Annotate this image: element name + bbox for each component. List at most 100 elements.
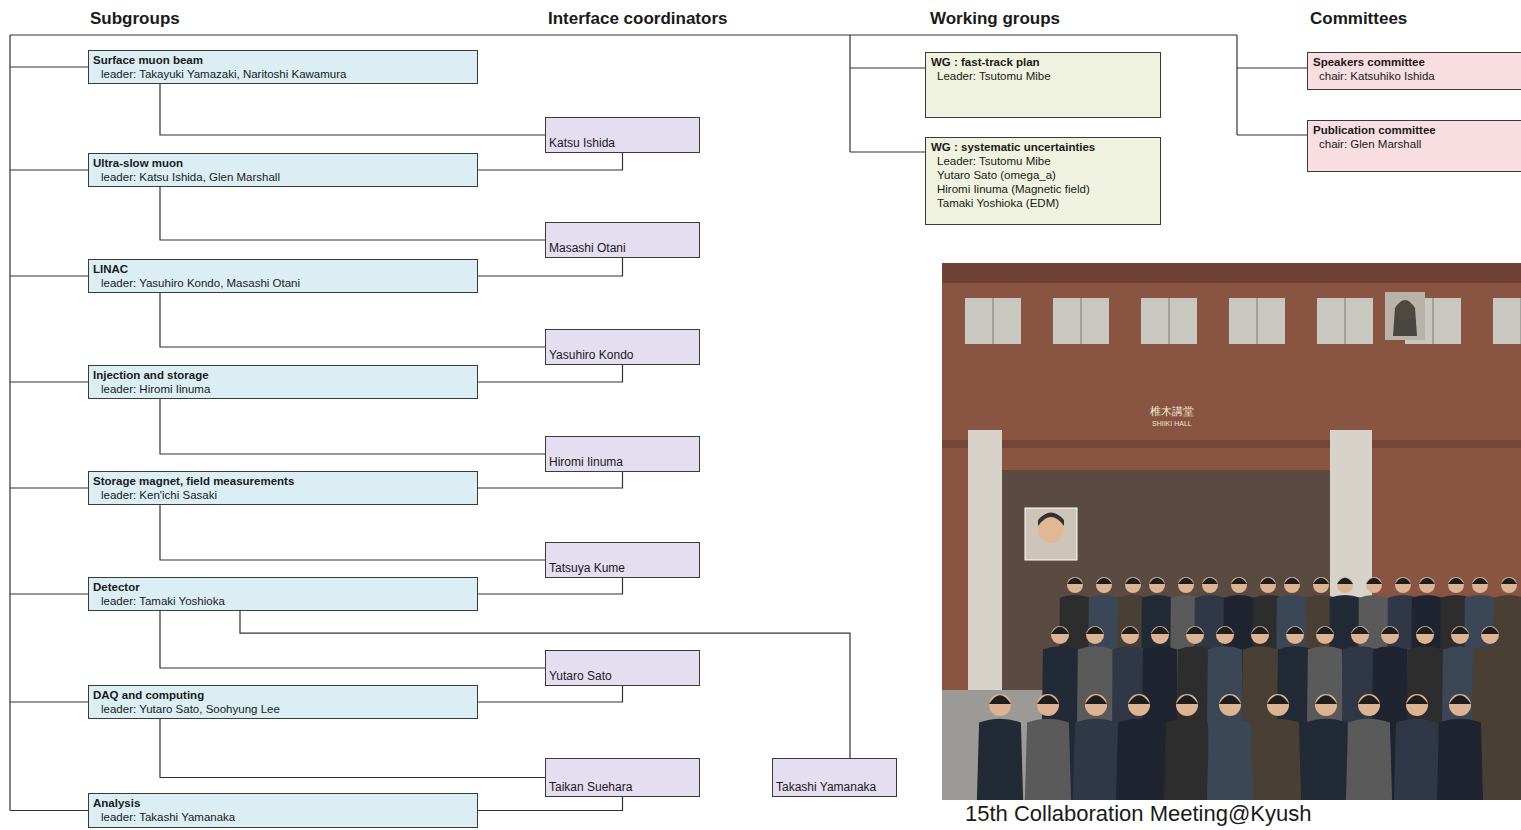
person-head	[1202, 577, 1218, 593]
box-text: chair: Katsuhiko Ishida	[1313, 69, 1521, 83]
person-head	[1178, 577, 1194, 593]
person-head	[1419, 577, 1435, 593]
connector-line	[160, 719, 545, 777]
person-hair	[1178, 578, 1194, 584]
bracket-line	[10, 66, 88, 67]
person-hair	[1260, 578, 1276, 584]
person-hair	[1096, 578, 1112, 584]
person-head	[1313, 577, 1329, 593]
box-heading: LINAC	[93, 262, 473, 276]
person-hair	[1267, 695, 1289, 704]
person-head	[1395, 577, 1411, 593]
coordinator-box: Hiromi Iinuma	[545, 436, 700, 472]
person-head	[1231, 577, 1247, 593]
column-header: Working groups	[930, 9, 1060, 29]
window-mullion	[1257, 298, 1258, 344]
box-heading: Tatsuya Kume	[549, 561, 695, 576]
connector-line	[160, 293, 545, 347]
person-head	[1316, 626, 1334, 644]
box-heading: Katsu Ishida	[549, 136, 695, 151]
box-text: leader: Takashi Yamanaka	[93, 810, 473, 824]
person-head	[1337, 577, 1353, 593]
org-brackets	[10, 35, 1307, 811]
connector-line	[160, 399, 545, 454]
connector-line	[160, 505, 545, 560]
person-hair	[1284, 578, 1300, 584]
connector-line	[478, 797, 623, 811]
window-mullion	[993, 298, 994, 344]
person-body	[1437, 719, 1483, 800]
person-hair	[1251, 627, 1269, 634]
person-hair	[1416, 627, 1434, 634]
box-heading: Yutaro Sato	[549, 669, 695, 684]
inset-hair	[1038, 513, 1064, 527]
person-hair	[1216, 627, 1234, 634]
inset-portrait	[1025, 508, 1077, 560]
person-hair	[1315, 695, 1337, 704]
window	[1317, 298, 1373, 344]
person-head	[1096, 577, 1112, 593]
box-heading: Storage magnet, field measurements	[93, 474, 473, 488]
subgroup-box: Surface muon beamleader: Takayuki Yamaza…	[88, 50, 478, 84]
box-heading: Injection and storage	[93, 368, 473, 382]
subgroup-box: DAQ and computingleader: Yutaro Sato, So…	[88, 685, 478, 719]
connector-line	[478, 686, 623, 702]
window-mullion	[1433, 298, 1434, 344]
person-hair	[989, 695, 1011, 704]
window	[965, 298, 1021, 344]
person-head	[1128, 694, 1150, 716]
person-hair	[1037, 695, 1059, 704]
person-head	[1351, 626, 1369, 644]
person-hair	[1351, 627, 1369, 634]
subgroup-box: Injection and storageleader: Hiromi Iinu…	[88, 365, 478, 399]
box-text: leader: Hiromi Iinuma	[93, 382, 473, 396]
label-text: Subgroups	[90, 9, 180, 28]
box-text: leader: Takayuki Yamazaki, Naritoshi Kaw…	[93, 67, 473, 81]
connector-line	[478, 578, 623, 594]
person-hair	[1219, 695, 1241, 704]
subgroup-box: Analysisleader: Takashi Yamanaka	[88, 793, 478, 828]
box-text: leader: Yutaro Sato, Soohyung Lee	[93, 702, 473, 716]
person-head	[1216, 626, 1234, 644]
label-text: Committees	[1310, 9, 1407, 28]
person-body	[1073, 719, 1119, 800]
box-text: leader: Ken'ichi Sasaki	[93, 488, 473, 502]
person-body	[1207, 719, 1253, 800]
box-heading: Masashi Otani	[549, 241, 695, 256]
person-hair	[1337, 578, 1353, 584]
person-head	[1051, 626, 1069, 644]
box-heading: Speakers committee	[1313, 55, 1521, 69]
bracket-line	[9, 35, 10, 811]
group-photo	[942, 263, 1521, 800]
bracket-line	[10, 810, 88, 811]
person-head	[1267, 694, 1289, 716]
person-head	[1448, 577, 1464, 593]
person-head	[1176, 694, 1198, 716]
coordinator-box: Katsu Ishida	[545, 117, 700, 153]
person-head	[1086, 626, 1104, 644]
box-heading: Analysis	[93, 796, 473, 810]
committee-box: Publication committeechair: Glen Marshal…	[1307, 120, 1521, 172]
connector-line	[160, 187, 545, 240]
bracket-line	[1236, 35, 1237, 135]
building-sign: SHIIKI HALL	[1152, 420, 1192, 427]
window	[1493, 298, 1521, 344]
person-hair	[1121, 627, 1139, 634]
window	[1141, 298, 1197, 344]
person-hair	[1406, 695, 1428, 704]
bracket-line	[10, 34, 1237, 35]
stone-pillar	[968, 430, 1002, 700]
person-hair	[1149, 578, 1165, 584]
box-text: leader: Katsu Ishida, Glen Marshall	[93, 170, 473, 184]
person-hair	[1381, 627, 1399, 634]
box-heading: Detector	[93, 580, 473, 594]
subgroup-box: LINACleader: Yasuhiro Kondo, Masashi Ota…	[88, 259, 478, 293]
person-body	[1255, 719, 1301, 800]
box-heading: Surface muon beam	[93, 53, 473, 67]
person-hair	[1501, 578, 1517, 584]
ledge	[942, 440, 1521, 448]
coordinator-box: Tatsuya Kume	[545, 542, 700, 578]
coordinator-box: Yasuhiro Kondo	[545, 329, 700, 365]
bracket-line	[1237, 134, 1307, 135]
box-text: leader: Yasuhiro Kondo, Masashi Otani	[93, 276, 473, 290]
